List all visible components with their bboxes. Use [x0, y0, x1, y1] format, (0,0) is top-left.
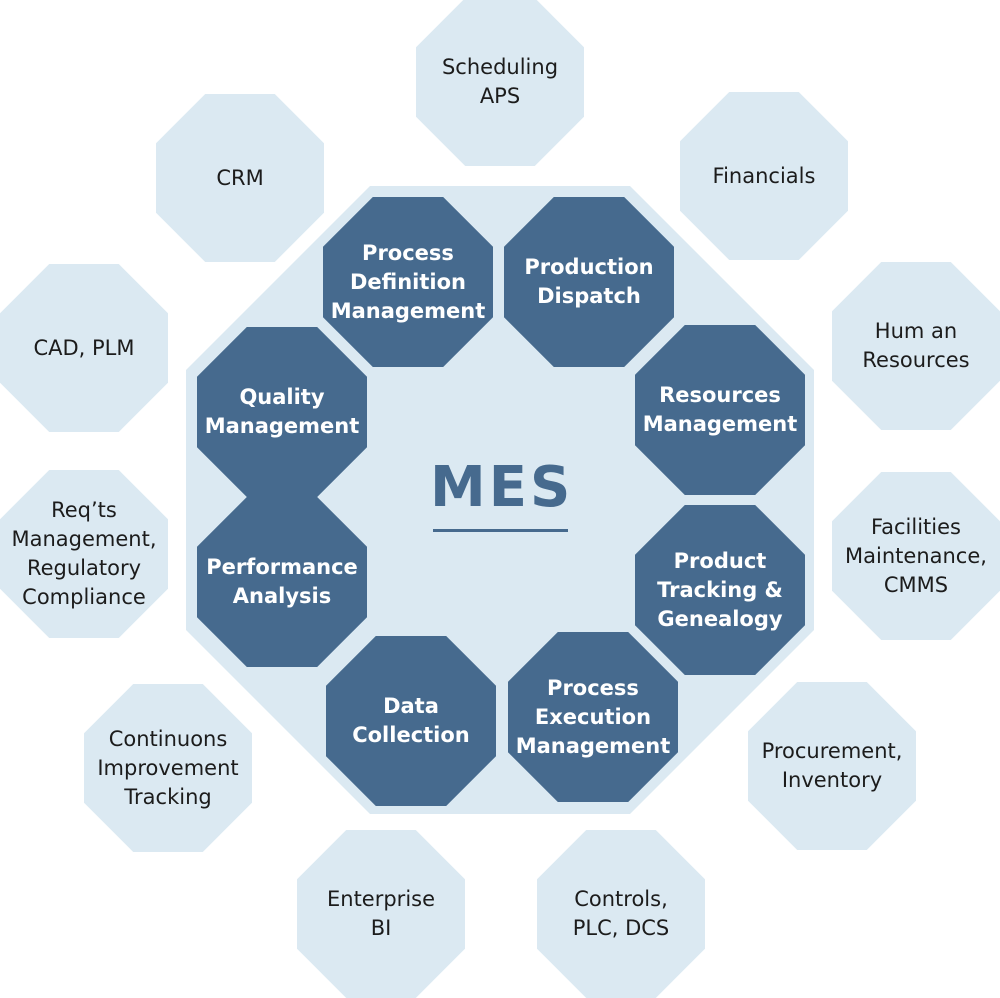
node-human-resources: Hum an Resources	[832, 262, 1000, 430]
module-product-tracking: Product Tracking & Genealogy	[635, 505, 805, 675]
node-label: Continuons Improvement Tracking	[97, 726, 239, 809]
module-label: Performance Analysis	[206, 555, 358, 608]
node-label: Controls, PLC, DCS	[572, 887, 670, 940]
node-crm: CRM	[156, 94, 324, 262]
node-controls: Controls, PLC, DCS	[537, 830, 705, 998]
center-title: MES	[430, 455, 574, 520]
node-label: Facilities Maintenance, CMMS	[845, 514, 987, 597]
module-label: Resources Management	[642, 383, 798, 436]
node-label: Hum an Resources	[862, 319, 970, 372]
node-facilities: Facilities Maintenance, CMMS	[832, 472, 1000, 640]
node-label: Financials	[712, 163, 816, 188]
module-data-collection: Data Collection	[326, 636, 496, 806]
module-production-dispatch: Production Dispatch	[504, 197, 674, 367]
node-label: Scheduling APS	[441, 55, 559, 108]
node-requirements: Req’ts Management, Regulatory Compliance	[0, 470, 168, 638]
module-label: Quality Management	[204, 385, 360, 438]
node-label: Procurement, Inventory	[761, 739, 903, 792]
node-label: Req’ts Management, Regulatory Compliance	[11, 498, 157, 609]
module-label: Process Definition Management	[330, 240, 486, 323]
module-process-execution: Process Execution Management	[508, 632, 678, 802]
node-procurement: Procurement, Inventory	[748, 682, 916, 850]
node-financials: Financials	[680, 92, 848, 260]
center-title-underline	[433, 529, 568, 532]
node-label: CAD, PLM	[33, 335, 135, 360]
module-label: Production Dispatch	[524, 255, 654, 308]
node-enterprise-bi: Enterprise BI	[297, 830, 465, 998]
module-label: Process Execution Management	[515, 675, 671, 758]
node-scheduling-aps: Scheduling APS	[416, 0, 584, 166]
module-resources-management: Resources Management	[635, 325, 805, 495]
module-label: Data Collection	[352, 694, 470, 747]
module-label: Product Tracking & Genealogy	[657, 548, 783, 631]
node-label: CRM	[216, 165, 264, 190]
module-performance-analysis: Performance Analysis	[197, 497, 367, 667]
module-quality-management: Quality Management	[197, 327, 367, 497]
node-label: Enterprise BI	[326, 887, 436, 940]
module-process-definition: Process Definition Management	[323, 197, 493, 367]
node-cad-plm: CAD, PLM	[0, 264, 168, 432]
node-continuous-improvement: Continuons Improvement Tracking	[84, 684, 252, 852]
